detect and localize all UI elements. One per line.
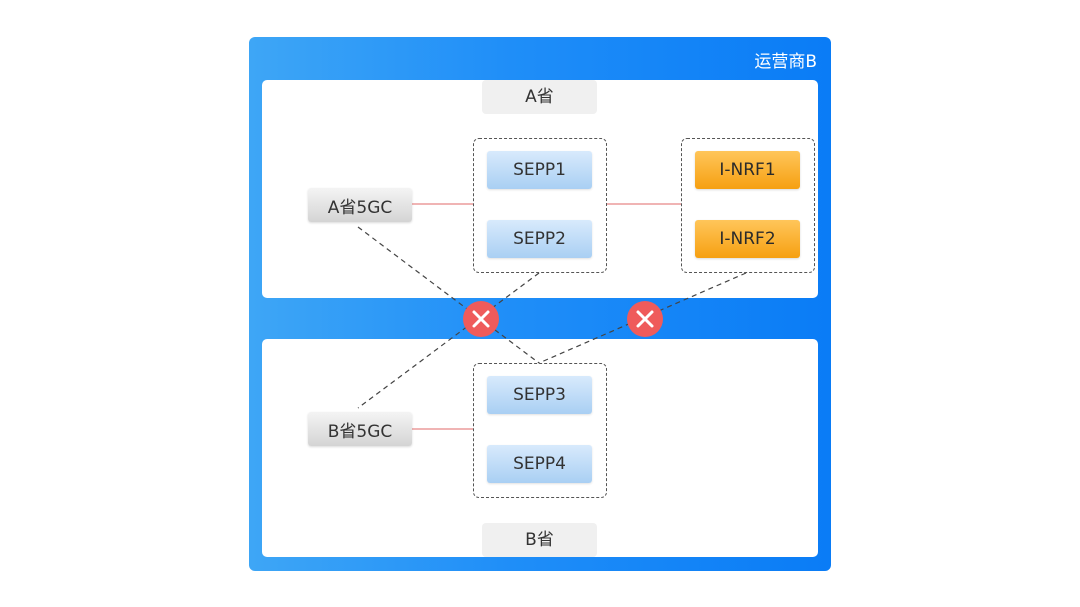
dashed-a5gc-sepp34	[357, 226, 540, 364]
i-nrf1-node: I-NRF1	[695, 151, 800, 189]
sepp2-node: SEPP2	[487, 220, 592, 258]
province-b-label: B省	[482, 523, 597, 557]
a-5gc-node: A省5GC	[308, 188, 412, 222]
close-circle-icon	[627, 301, 663, 337]
operator-label: 运营商B	[754, 52, 817, 72]
sepp-group-b	[473, 363, 607, 498]
sepp-group-a	[473, 138, 607, 273]
i-nrf2-node: I-NRF2	[695, 220, 800, 258]
dashed-sepp12-b5gc	[357, 272, 540, 409]
b-5gc-node: B省5GC	[308, 412, 412, 446]
province-a-label: A省	[482, 80, 597, 114]
close-circle-icon	[463, 301, 499, 337]
sepp4-node: SEPP4	[487, 445, 592, 483]
sepp1-node: SEPP1	[487, 151, 592, 189]
nrf-group	[681, 138, 815, 273]
sepp3-node: SEPP3	[487, 376, 592, 414]
